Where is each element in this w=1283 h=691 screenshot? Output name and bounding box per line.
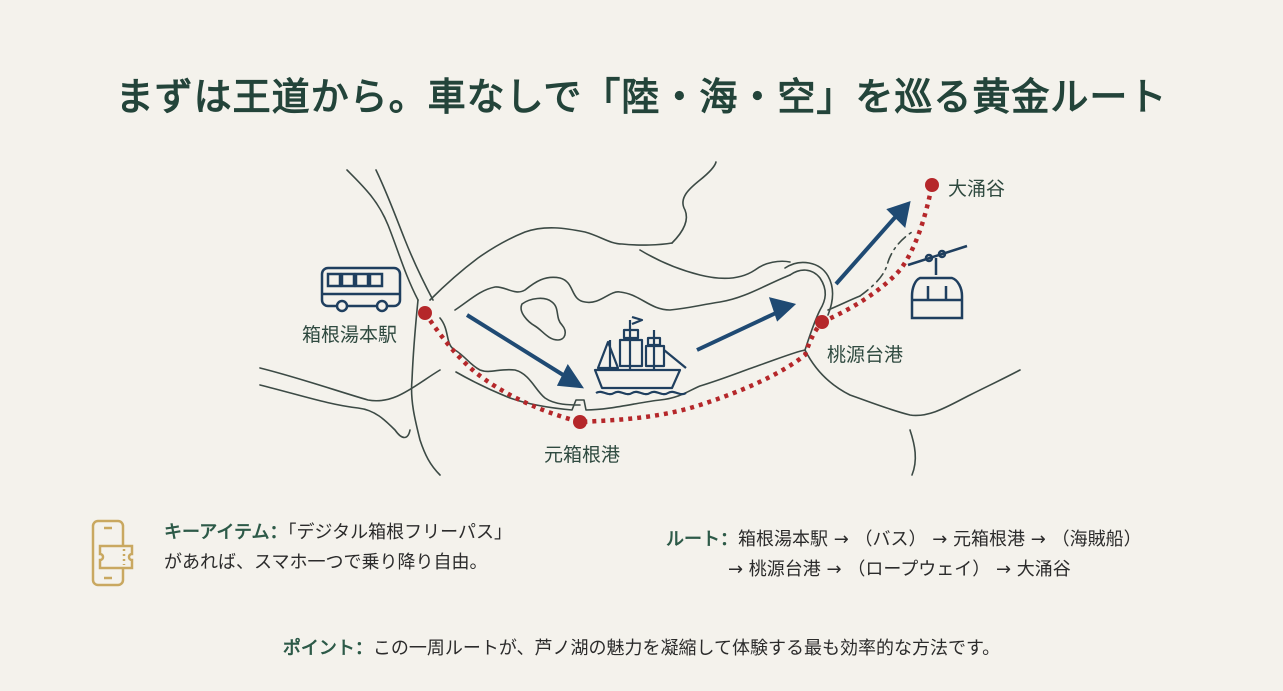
stop-marker-owakudani — [925, 178, 939, 192]
pirate-ship-icon — [593, 315, 687, 396]
route-line-2: → 桃源台港 → （ロープウェイ） → 大涌谷 — [728, 559, 1071, 580]
arrow-head-icon — [556, 364, 585, 389]
direction-arrows — [465, 201, 911, 389]
route-stops — [418, 178, 939, 429]
station-label-hakone-yumoto: 箱根湯本駅 — [302, 324, 398, 346]
ropeway-gondola-icon — [907, 244, 968, 320]
arrow-head-icon — [768, 297, 797, 322]
station-label-motohakone: 元箱根港 — [544, 444, 621, 466]
station-label-togendai: 桃源台港 — [827, 344, 904, 366]
terrain-lines — [259, 161, 1021, 476]
key-item-section: キーアイテム：「デジタル箱根フリーパス」 があれば、スマホ一つで乗り降り自由。 — [90, 518, 512, 590]
point-section: ポイント：この一周ルートが、芦ノ湖の魅力を凝縮して体験する最も効率的な方法です。 — [0, 634, 1283, 660]
stop-marker-togendai — [815, 315, 829, 329]
key-item-pass-name: 「デジタル箱根フリーパス」 — [287, 522, 512, 543]
point-label: ポイント： — [282, 638, 373, 659]
bus-icon — [320, 266, 402, 313]
arrow-head-icon — [886, 201, 911, 229]
point-text: この一周ルートが、芦ノ湖の魅力を凝縮して体験する最も効率的な方法です。 — [372, 638, 1001, 659]
route-line-1: 箱根湯本駅 → （バス） → 元箱根港 → （海賊船） — [738, 529, 1142, 550]
stop-marker-motohakone — [573, 415, 587, 429]
smartphone-ticket-icon — [91, 519, 134, 587]
key-item-label: キーアイテム： — [164, 522, 288, 543]
key-item-description: があれば、スマホ一つで乗り降り自由。 — [164, 552, 488, 573]
stop-marker-hakone-yumoto — [418, 306, 432, 320]
page-title: まずは王道から。車なしで「陸・海・空」を巡る黄金ルート — [115, 74, 1168, 119]
station-label-owakudani: 大涌谷 — [948, 178, 1006, 200]
route-section: ルート：箱根湯本駅 → （バス） → 元箱根港 → （海賊船） → 桃源台港 →… — [666, 525, 1142, 585]
route-dotted-line — [423, 184, 935, 425]
route-label: ルート： — [666, 529, 738, 550]
